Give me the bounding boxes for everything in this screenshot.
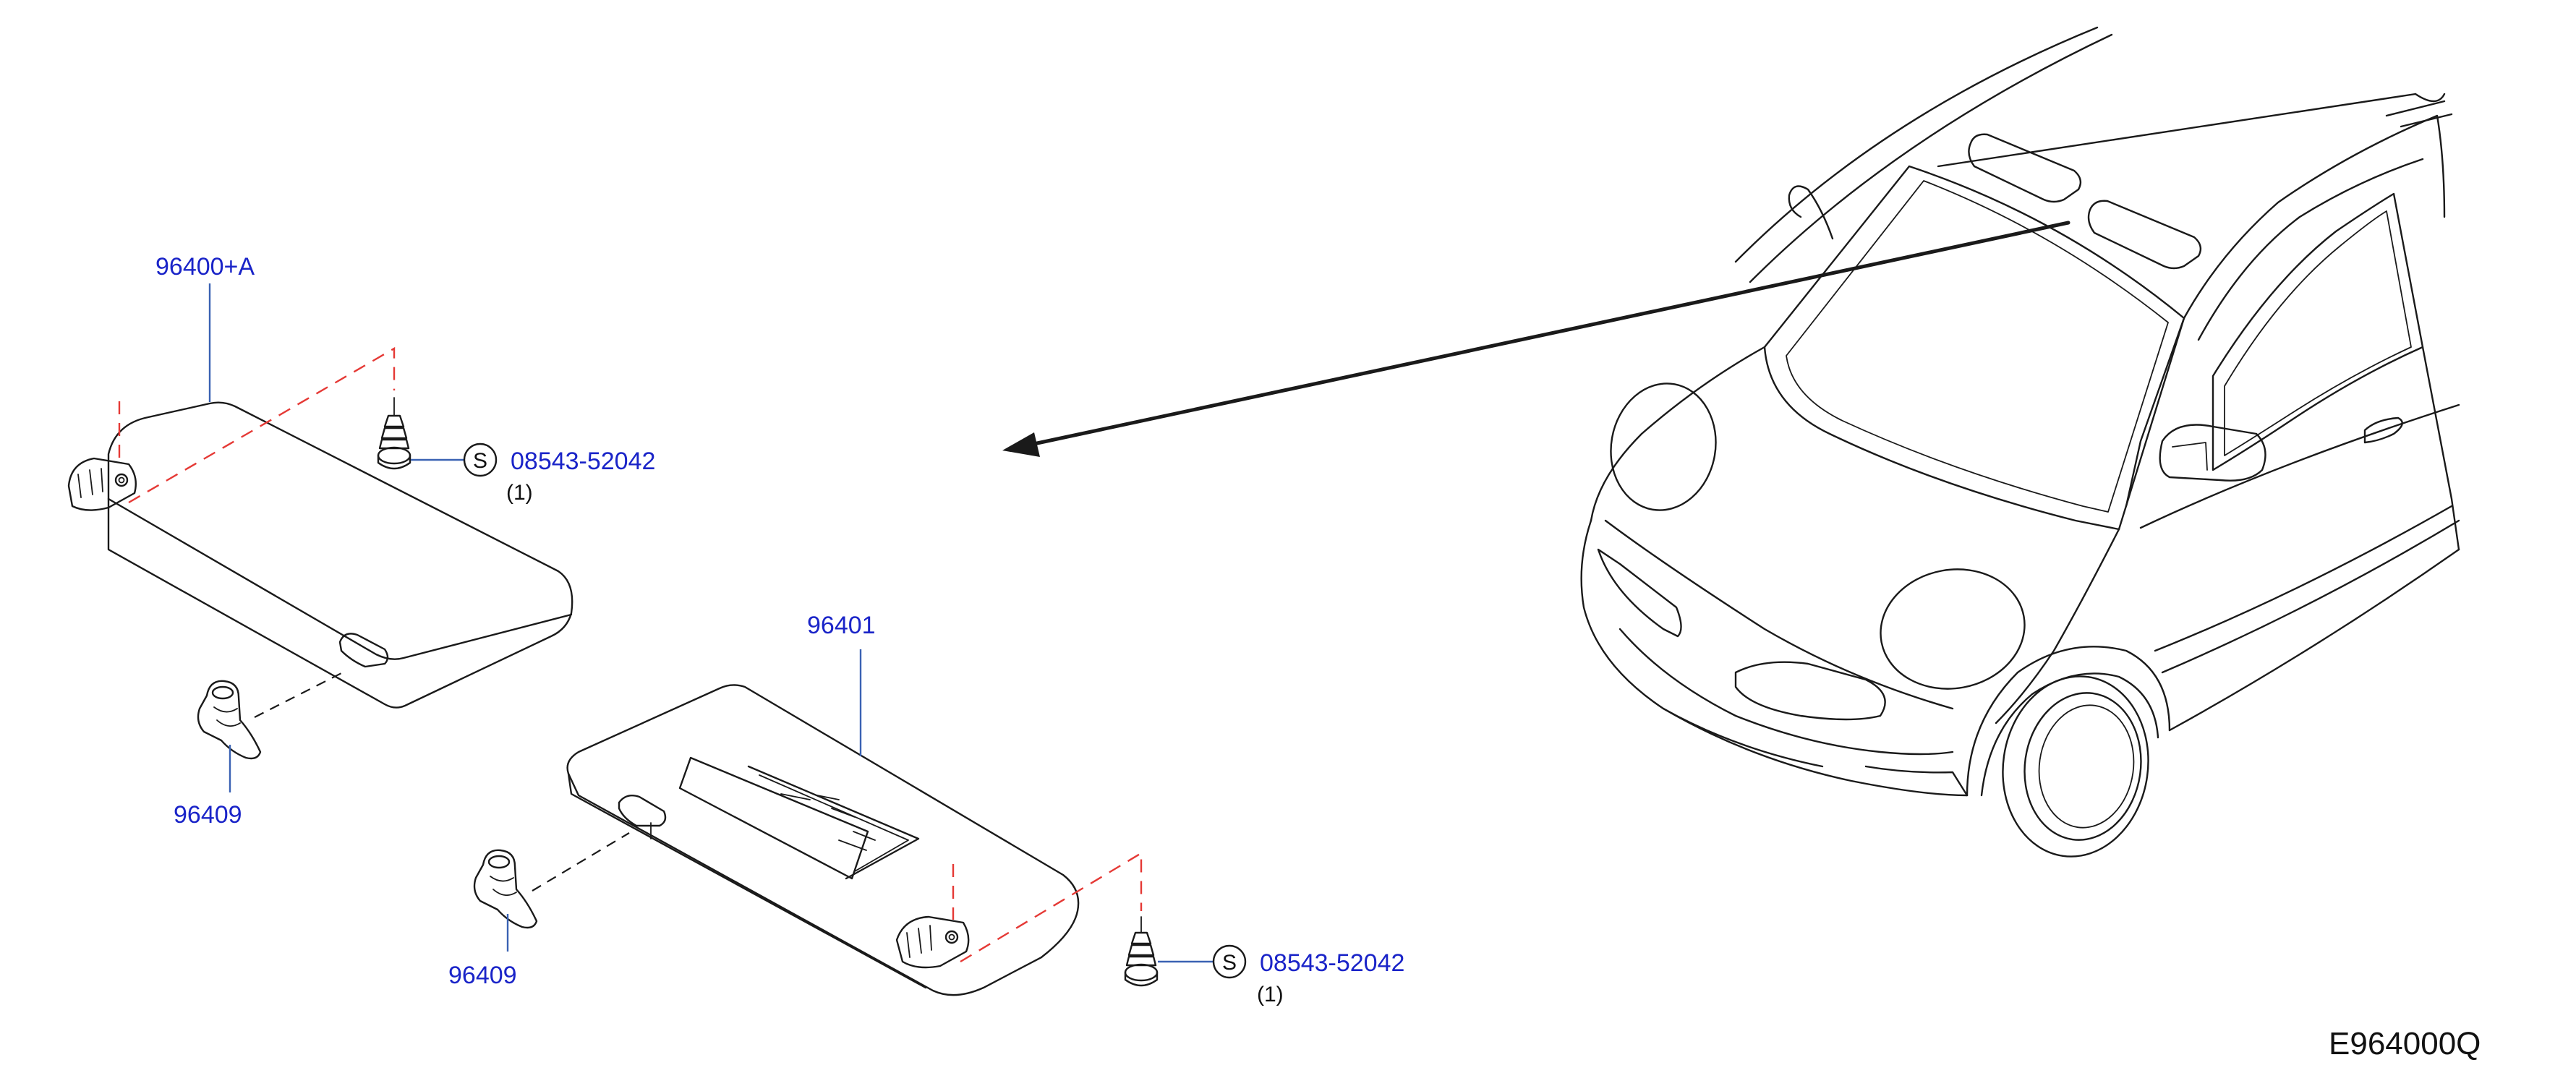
vehicle-headlamp-left-icon xyxy=(1610,382,1717,511)
visor-rh-callout: 96401 xyxy=(807,612,876,756)
holder-lower-callout: 96409 xyxy=(448,914,517,989)
screw-upper[interactable] xyxy=(377,397,411,470)
vehicle-illustration xyxy=(1580,26,2460,858)
vanity-mirror xyxy=(678,756,920,880)
holder-lower-assembly-line xyxy=(532,832,630,892)
screw-lower-callout: S 08543-52042 (1) xyxy=(1158,944,1404,1006)
holder-upper-part-number[interactable]: 96409 xyxy=(174,801,242,829)
screw-lower-symbol: S xyxy=(1222,951,1237,975)
screw-lower[interactable] xyxy=(1124,916,1159,987)
vehicle-visor-rh-icon xyxy=(2087,200,2202,270)
visor-rh-hinge xyxy=(895,915,970,969)
screw-upper-quantity: (1) xyxy=(506,481,533,505)
visor-lh-assembly-lines xyxy=(118,346,396,504)
vehicle-headlamp-right-icon xyxy=(1880,568,2026,690)
visor-lh-callout: 96400+A xyxy=(155,253,255,402)
screw-upper-part-number[interactable]: 08543-52042 xyxy=(511,448,655,475)
visor-rh-part-number[interactable]: 96401 xyxy=(807,612,876,639)
visor-rh-assembly-lines xyxy=(952,851,1143,963)
holder-upper[interactable] xyxy=(197,680,262,760)
holder-lower[interactable] xyxy=(473,849,538,929)
sun-visor-rh[interactable] xyxy=(566,684,1080,996)
holder-lower-part-number[interactable]: 96409 xyxy=(448,962,517,989)
visor-lh-hinge xyxy=(67,457,137,511)
visor-lh-part-number[interactable]: 96400+A xyxy=(155,253,255,281)
screw-lower-part-number[interactable]: 08543-52042 xyxy=(1260,949,1404,977)
vehicle-visor-lh-icon xyxy=(1968,133,2082,203)
screw-lower-quantity: (1) xyxy=(1257,983,1284,1006)
holder-upper-assembly-line xyxy=(254,670,346,718)
standard-part-symbol-icon xyxy=(463,443,498,477)
screw-upper-symbol: S xyxy=(473,449,487,473)
standard-part-symbol-icon xyxy=(1212,944,1247,979)
screw-upper-callout: S 08543-52042 (1) xyxy=(411,443,655,505)
location-arrow xyxy=(1002,221,2070,457)
diagram-code: E964000Q xyxy=(2329,1026,2481,1061)
vehicle-wheel-icon xyxy=(2002,675,2149,858)
holder-upper-callout: 96409 xyxy=(174,745,242,829)
sun-visor-lh[interactable] xyxy=(107,401,573,709)
